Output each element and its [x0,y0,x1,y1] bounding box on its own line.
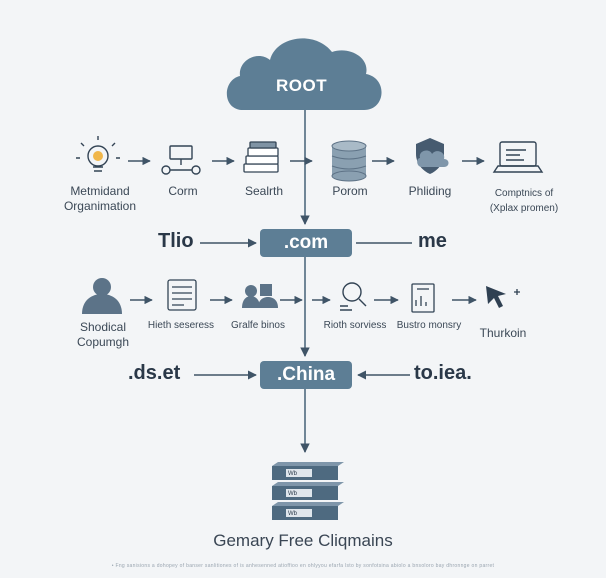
footer-title: Gemary Free Cliqmains [213,531,393,550]
server-stack-icon: Wb Wb Wb [272,462,344,520]
row1-label-2: Corm [168,184,198,198]
row2-label-4: Rioth sorviess [323,320,387,331]
row1-label-6: Comptnics of (Xplax promen) [489,188,559,214]
database-icon [331,140,367,182]
server-unit: Wb [272,462,344,480]
server-unit: Wb [272,502,344,520]
lightbulb-gear-icon [76,136,120,172]
footnote: • Fng sanisions a dohopey of banser sanl… [111,563,495,569]
row2-label-5: Bustro monsry [396,320,462,331]
document-chart-icon [411,283,435,313]
server-tag: Wb [288,491,298,497]
server-tag: Wb [288,471,298,477]
shield-cloud-icon [416,138,449,174]
network-icon [161,145,201,175]
com-right-label: me [418,230,447,252]
china-right-label: to.iea. [414,362,472,384]
keyboard-icon [167,279,197,311]
cursor-icon [486,286,520,308]
laptop-icon [492,141,544,173]
person-icon [82,278,122,314]
server-unit: Wb [272,482,344,500]
row1-label-4: Porom [332,184,368,198]
com-node: .com [260,229,352,257]
root-label: ROOT [276,76,328,95]
row2-label-2: Hieth seseress [147,320,215,331]
root-cloud-icon [226,38,382,110]
row1-label-5: Phliding [408,184,452,198]
row2-label-1: Shodical Copumgh [76,320,130,349]
people-icon [242,284,278,308]
row1-label-1: Metmidand Organimation [63,184,137,213]
china-node: .China [260,361,352,389]
books-icon [243,141,279,173]
row2-label-6: Thurkoin [479,326,527,340]
magnifier-person-icon [340,282,367,311]
com-left-label: Tlio [158,230,194,252]
row1-label-3: Sealrth [244,184,284,198]
china-left-label: .ds.et [128,362,181,384]
row2-label-3: Gralfe binos [231,320,285,331]
server-tag: Wb [288,511,298,517]
